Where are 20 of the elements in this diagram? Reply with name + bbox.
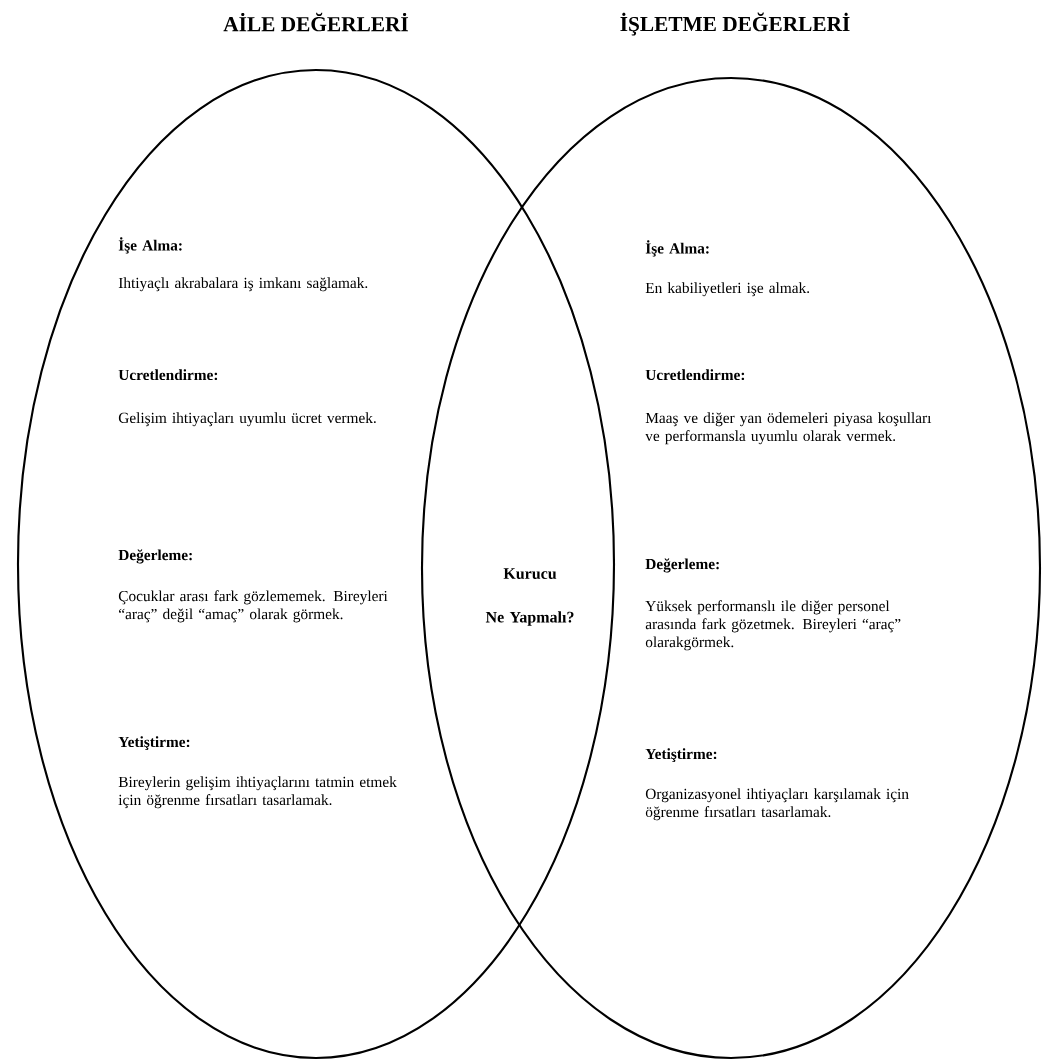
set-title: İŞLETME DEĞERLERİ <box>620 12 850 36</box>
section-heading: İşe Alma: <box>118 237 182 254</box>
center-label: Ne Yapmalı? <box>485 611 574 626</box>
section-heading: İşe Alma: <box>645 240 709 257</box>
section-heading: Yetiştirme: <box>645 748 717 763</box>
section-text: Organizasyonel ihtiyaçları karşılamak için öğrenme fırsatları tasarlamak. <box>645 788 909 821</box>
section-text: Yüksek performanslı ile diğer personel arasında fark gözetmek. Bireyleri “araç” olarakgörmek. <box>645 600 901 651</box>
section-text: Gelişim ihtiyaçları uyumlu ücret vermek. <box>118 412 376 427</box>
section-text: Çocuklar arası fark gözlememek. Bireyleri “araç” değil “amaç” olarak görmek. <box>118 590 388 623</box>
section-text: Ihtiyaçlı akrabalara iş imkanı sağlamak. <box>118 277 368 292</box>
section-text: Bireylerin gelişim ihtiyaçlarını tatmin etmek için öğrenme fırsatları tasarlamak. <box>118 776 397 809</box>
section-text: Maaş ve diğer yan ödemeleri piyasa koşulları ve performansla uyumlu olarak vermek. <box>645 412 932 445</box>
section-heading: Değerleme: <box>645 558 719 573</box>
section-text: En kabiliyetleri işe almak. <box>645 282 810 297</box>
set-title: AİLE DEĞERLERİ <box>223 12 409 32</box>
section-heading: Ucretlendirme: <box>118 369 218 381</box>
center-label: Kurucu <box>503 568 557 579</box>
section-heading: Yetiştirme: <box>118 736 190 751</box>
section-heading: Değerleme: <box>118 549 192 564</box>
section-heading: Ucretlendirme: <box>645 369 745 381</box>
